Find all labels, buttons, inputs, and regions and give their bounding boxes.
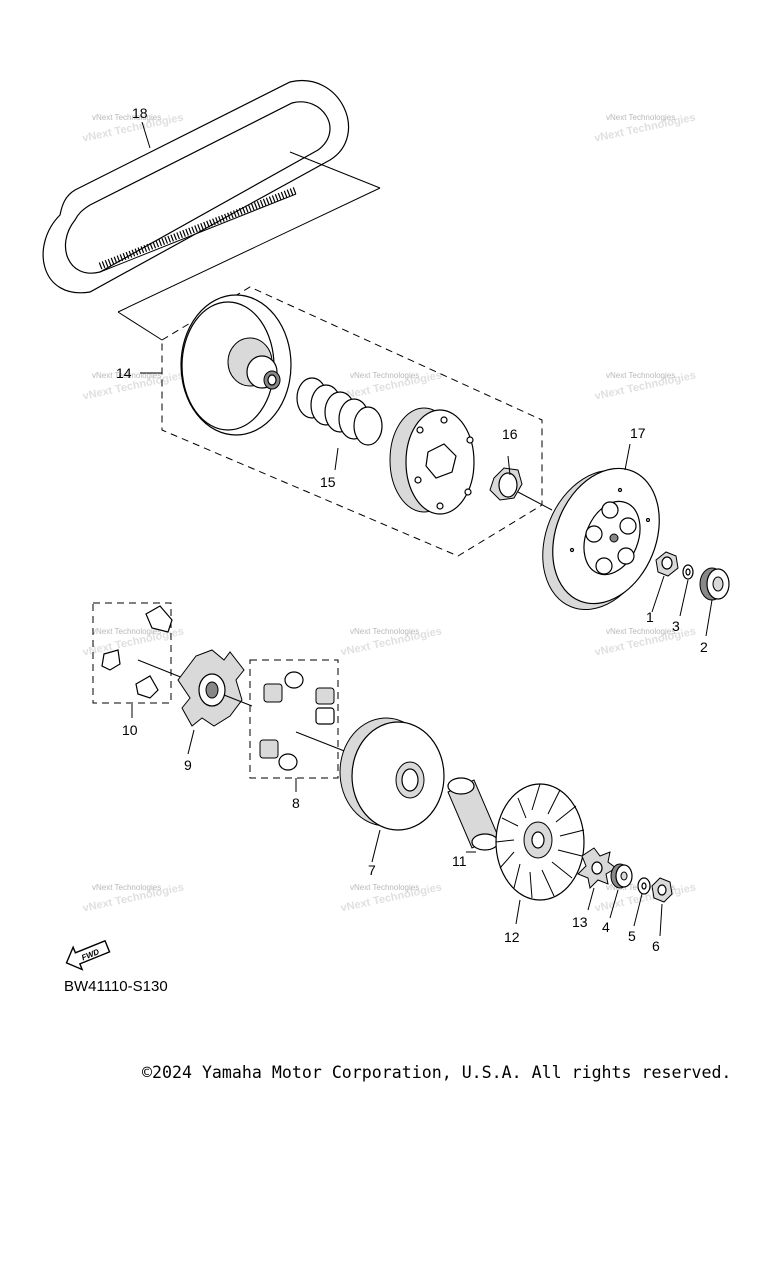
callout-11: 11 (452, 853, 467, 869)
copyright-notice: ©2024 Yamaha Motor Corporation, U.S.A. A… (142, 1063, 732, 1082)
part-4-washer (609, 863, 633, 919)
watermark: vNext Technologies (350, 371, 419, 380)
part-5-washer (633, 877, 651, 927)
callout-5: 5 (628, 928, 636, 944)
watermark: vNext Technologies (350, 883, 419, 892)
watermark: vNext Technologies (350, 627, 419, 636)
callout-labels: 1 2 3 4 5 6 7 8 9 10 11 12 13 14 15 16 1… (116, 105, 708, 954)
part-8-weight-group (249, 659, 353, 792)
callout-9: 9 (184, 757, 192, 773)
watermark: vNext Technologies (606, 113, 675, 122)
part-11-collar (447, 777, 499, 853)
callout-10: 10 (122, 722, 138, 738)
clutch-carrier (389, 407, 475, 515)
callout-18: 18 (132, 105, 148, 121)
callout-15: 15 (320, 474, 336, 490)
watermark: vNext Technologies (606, 371, 675, 380)
part-3-washer (679, 564, 694, 617)
part-18-v-belt (42, 79, 381, 313)
part-7-sliding-sheave (339, 717, 445, 863)
callout-17: 17 (630, 425, 646, 441)
diagram-code: BW41110-S130 (64, 978, 168, 995)
part-12-fixed-sheave (495, 783, 585, 925)
callout-14: 14 (116, 365, 132, 381)
watermark: vNext Technologies (92, 371, 161, 380)
part-13-claw-washer (577, 847, 617, 911)
part-6-nut (651, 877, 673, 937)
watermark: vNext Technologies (92, 113, 161, 122)
part-14-secondary-sheave (180, 294, 292, 436)
clutch-assembly-group (117, 286, 543, 557)
part-9-slide-plate (177, 649, 253, 755)
fwd-arrow-icon: FWD (65, 939, 111, 971)
part-16-clutch-nut (489, 455, 523, 501)
exploded-parts-diagram: vNext Technologies vNext Technologies vN… (42, 79, 730, 971)
part-15-compression-spring (296, 377, 383, 446)
callout-4: 4 (602, 919, 610, 935)
watermark: vNext Technologies (92, 627, 161, 636)
callout-2: 2 (700, 639, 708, 655)
callout-13: 13 (572, 914, 588, 930)
callout-3: 3 (672, 618, 680, 634)
callout-12: 12 (504, 929, 520, 945)
part-10-slider-group (92, 602, 189, 718)
weight-roller (259, 671, 335, 771)
part-17-clutch-housing (517, 443, 660, 611)
callout-1: 1 (646, 609, 654, 625)
callout-16: 16 (502, 426, 518, 442)
part-2-bearing (699, 567, 730, 637)
part-1-nut (651, 551, 679, 613)
callout-6: 6 (652, 938, 660, 954)
callout-8: 8 (292, 795, 300, 811)
watermark: vNext Technologies (606, 627, 675, 636)
watermark: vNext Technologies (92, 883, 161, 892)
callout-7: 7 (368, 862, 376, 878)
